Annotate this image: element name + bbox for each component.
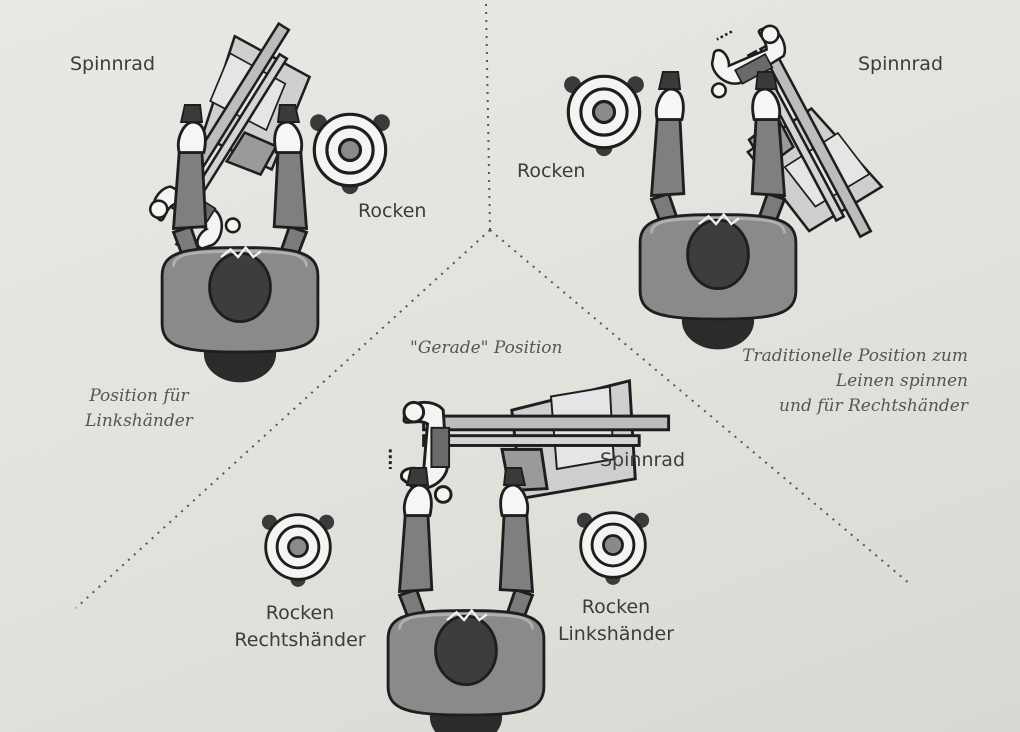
spinner-person-icon — [638, 70, 798, 351]
distaff-icon — [260, 513, 336, 589]
distaff-icon — [575, 511, 651, 587]
label-rocken-rechtshaender-line2: Rechtshänder — [234, 629, 366, 651]
label-spinnrad-bottom: Spinnrad — [600, 449, 685, 471]
label-rocken-linkshaender-line2: Linkshänder — [557, 623, 675, 645]
scene-left-handed — [123, 6, 392, 384]
caption-left-handed: Position für Linkshänder — [74, 384, 204, 434]
caption-right-line3: und für Rechtshänder — [779, 396, 968, 416]
caption-left-line2: Linkshänder — [85, 411, 193, 431]
label-spinnrad-right: Spinnrad — [858, 53, 943, 75]
spinning-wheel-icon — [388, 379, 671, 504]
divider-right — [489, 229, 911, 585]
divider-top — [485, 3, 491, 231]
divider-left — [75, 229, 491, 609]
caption-right-line1: Traditionelle Position zum — [742, 346, 968, 366]
spinner-person-icon — [386, 466, 546, 732]
caption-left-line1: Position für — [89, 386, 189, 406]
label-spinnrad-left: Spinnrad — [70, 53, 155, 75]
caption-right-line2: Leinen spinnen — [835, 371, 968, 391]
caption-traditional: Traditionelle Position zum Leinen spinne… — [700, 344, 968, 419]
divider-lines — [75, 3, 911, 609]
scene-traditional — [562, 2, 900, 351]
label-rocken-rechtshaender: Rocken Rechtshänder — [228, 600, 372, 654]
spinning-wheel-icon — [123, 6, 344, 270]
label-rocken-rechtshaender-line1: Rocken — [265, 602, 335, 624]
distaff-icon — [308, 112, 392, 196]
label-rocken-linkshaender: Rocken Linkshänder — [548, 594, 684, 648]
label-rocken-left: Rocken — [358, 200, 427, 222]
bottom-title: "Gerade" Position — [410, 338, 563, 358]
distaff-icon — [562, 74, 646, 158]
label-rocken-linkshaender-line1: Rocken — [581, 596, 651, 618]
label-rocken-right: Rocken — [517, 160, 586, 182]
scene-straight — [260, 379, 671, 732]
